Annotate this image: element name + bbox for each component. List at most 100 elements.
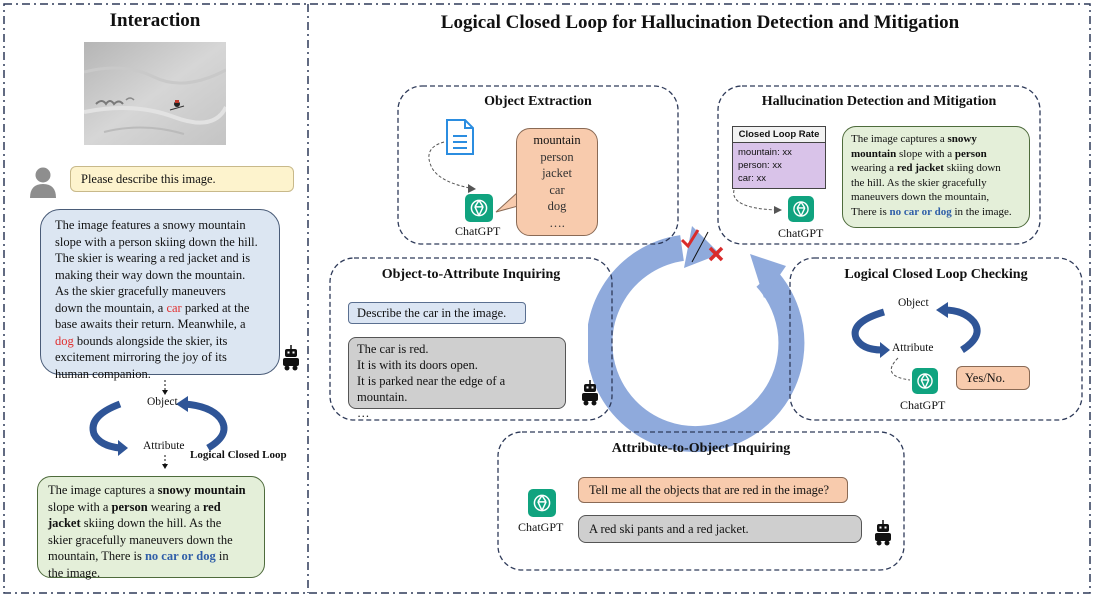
obj-to-attr-answer-line: It is parked near the edge of a mountain…: [357, 374, 506, 404]
text-segment: slope with a: [48, 499, 112, 514]
chatgpt-icon: [465, 194, 493, 222]
text-segment: There is: [851, 205, 890, 218]
text-segment: wearing a: [851, 162, 897, 174]
text-segment: down the mountain, a: [55, 300, 167, 315]
text-segment: The skier is wearing a red jacket and is: [55, 251, 251, 265]
text-segment: slope with a person skiing down the hill…: [55, 234, 258, 249]
text-segment: As the skier gracefully maneuvers: [55, 284, 226, 298]
text-segment: The image features a snowy mountain: [55, 218, 246, 232]
checking-object-label: Object: [898, 297, 929, 309]
chatgpt-label: ChatGPT: [518, 520, 564, 534]
text-segment: base awaits their return. Meanwhile, a: [55, 317, 246, 331]
closed-loop-rate-row: car: xx: [738, 173, 766, 184]
text-line: dog bounds alongside the skier, its: [55, 333, 267, 350]
text-segment: person: [111, 499, 148, 514]
text-segment: skiing down the hill. As the: [80, 516, 222, 530]
snowy-slope-photo: [84, 42, 226, 145]
text-segment: wearing a: [147, 499, 203, 514]
chatgpt-label: ChatGPT: [778, 226, 824, 240]
text-segment: person: [954, 147, 987, 160]
text-line: the image.: [48, 565, 254, 582]
obj-to-attr-question: Describe the car in the image.: [357, 306, 507, 320]
text-segment: car: [166, 300, 182, 315]
robot-icon: [582, 380, 598, 406]
text-segment: the image.: [48, 565, 101, 580]
obj-to-attr-answers: The car is red. It is with its doors open…: [357, 341, 557, 421]
object-item: car: [549, 182, 565, 197]
obj-to-attr-answer-line: The car is red.: [357, 342, 429, 356]
left-loop-attribute-label: Attribute: [143, 440, 185, 452]
object-extraction-title: Object Extraction: [484, 94, 592, 109]
text-segment: mountain: [851, 147, 897, 160]
check-cross-mark: [680, 229, 724, 263]
text-segment: skier gracefully maneuvers down the: [48, 532, 233, 547]
text-line: the hill. As the skier gracefully: [851, 176, 1021, 191]
checking-attribute-label: Attribute: [892, 342, 934, 354]
attr-to-obj-question-bubble: Tell me all the objects that are red in …: [578, 477, 848, 503]
text-line: skier gracefully maneuvers down the: [48, 532, 254, 549]
text-line: mountain slope with a person: [851, 147, 1021, 162]
closed-loop-rate-header: Closed Loop Rate: [733, 127, 825, 143]
text-segment: snowy: [947, 133, 977, 145]
chatgpt-label: ChatGPT: [900, 398, 946, 412]
text-line: down the mountain, a car parked at the: [55, 300, 267, 317]
text-segment: dog: [55, 333, 74, 348]
user-prompt-bubble: Please describe this image.: [70, 166, 294, 192]
text-line: slope with a person wearing a red: [48, 499, 254, 516]
checking-loop-diagram: [851, 302, 981, 381]
closed-loop-rate-row: mountain: xx: [738, 147, 792, 158]
user-prompt-text: Please describe this image.: [81, 172, 216, 186]
object-item: ….: [549, 215, 565, 230]
object-item: mountain: [533, 133, 581, 147]
obj-to-attr-answer-bubble: The car is red. It is with its doors open…: [348, 337, 566, 420]
text-segment: The image captures a: [851, 133, 948, 145]
text-segment: bounds alongside the skier, its: [73, 333, 228, 348]
text-line: human companion.: [55, 366, 267, 383]
attr-to-obj-title: Attribute-to-Object Inquiring: [611, 441, 791, 456]
obj-to-attr-title: Object-to-Attribute Inquiring: [381, 267, 561, 282]
attr-to-obj-question: Tell me all the objects that are red in …: [589, 483, 829, 497]
text-line: slope with a person skiing down the hill…: [55, 234, 267, 251]
obj-to-attr-answer-line: It is with its doors open.: [357, 358, 478, 372]
text-line: wearing a red jacket skiing down: [851, 161, 1021, 176]
attr-to-obj-answer-bubble: A red ski pants and a red jacket.: [578, 515, 862, 543]
text-segment: in: [215, 549, 229, 563]
text-segment: no car or dog: [889, 205, 952, 218]
left-loop-caption: Logical Closed Loop: [190, 449, 287, 461]
object-item: dog: [547, 199, 567, 213]
text-line: The image captures a snowy mountain: [48, 482, 254, 499]
text-line: There is no car or dog in the image.: [851, 205, 1021, 220]
left-loop-diagram: [89, 380, 228, 469]
text-segment: The image captures a: [48, 483, 158, 497]
chatgpt-icon: [912, 368, 938, 394]
robot-icon: [875, 520, 891, 546]
text-segment: skiing down: [943, 162, 1001, 174]
text-segment: human companion.: [55, 366, 151, 381]
text-segment: making their way down the mountain.: [55, 267, 246, 282]
object-item: jacket: [542, 166, 572, 180]
text-line: making their way down the mountain.: [55, 267, 267, 284]
left-panel-title: Interaction: [109, 10, 201, 31]
obj-to-attr-question-bubble: Describe the car in the image.: [348, 302, 526, 324]
text-segment: parked at the: [181, 300, 250, 315]
text-segment: the hill. As the skier gracefully: [851, 176, 987, 189]
chatgpt-icon: [528, 489, 556, 517]
text-segment: red jacket: [896, 162, 944, 174]
detection-flow-arrow: [733, 189, 782, 214]
text-segment: slope with a: [896, 147, 955, 160]
robot-icon: [283, 345, 299, 371]
text-line: jacket skiing down the hill. As the: [48, 515, 254, 532]
initial-response-bubble: The image features a snowy mountain slope…: [40, 209, 280, 381]
text-line: The image captures a snowy: [851, 132, 1021, 147]
text-segment: in the image.: [951, 205, 1012, 218]
left-loop-object-label: Object: [147, 396, 178, 408]
